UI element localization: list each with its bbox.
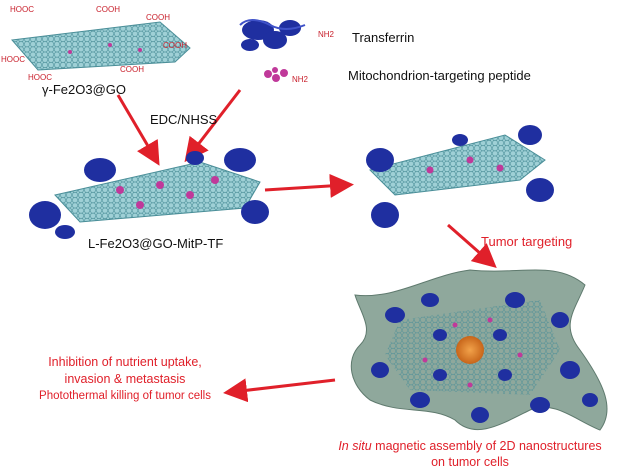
converging-arrows	[116, 89, 242, 166]
coupling-label: EDC/NHSS	[150, 112, 218, 127]
assembly-caption-line2: on tumor cells	[431, 455, 509, 469]
outcome-line-2: invasion & metastasis	[64, 372, 186, 386]
peptide-icon	[264, 67, 288, 82]
outcome-text: Inhibition of nutrient uptake, invasion …	[15, 354, 235, 405]
conjugate-label: L-Fe2O3@GO-MitP-TF	[88, 236, 224, 251]
cooh-label: HOOC	[1, 55, 25, 64]
peptide-label: Mitochondrion-targeting peptide	[348, 68, 531, 83]
assembly-caption-rest: magnetic assembly of 2D nanostructures	[371, 439, 602, 453]
amine-label: NH2	[318, 30, 335, 39]
outcome-line-1: Inhibition of nutrient uptake,	[48, 355, 202, 369]
assembly-caption-italic: In situ	[338, 439, 372, 453]
cooh-label: HOOC	[10, 5, 34, 14]
cooh-label: COOH	[163, 41, 187, 50]
arrow-to-cell	[447, 223, 497, 268]
arrow-left	[223, 378, 336, 403]
amine-label: NH2	[292, 75, 309, 84]
cooh-label: COOH	[120, 65, 144, 74]
functionalized-sheet	[29, 148, 269, 239]
tumor-targeting-label: Tumor targeting	[481, 234, 573, 249]
nucleus-icon	[456, 336, 484, 364]
tumor-cell	[350, 269, 608, 431]
assembly-caption: In situ magnetic assembly of 2D nanostru…	[320, 438, 620, 470]
cooh-label: COOH	[146, 13, 170, 22]
start-material-label: γ-Fe2O3@GO	[42, 82, 126, 97]
transferrin-protein-icon	[239, 19, 306, 51]
cooh-label: COOH	[96, 5, 120, 14]
go-sheet-start	[11, 21, 191, 71]
targeting-sheet	[366, 125, 554, 228]
outcome-line-3: Photothermal killing of tumor cells	[39, 390, 211, 402]
transferrin-label: Transferrin	[352, 30, 415, 45]
arrow-right	[264, 173, 354, 198]
cooh-label: HOOC	[28, 73, 52, 82]
